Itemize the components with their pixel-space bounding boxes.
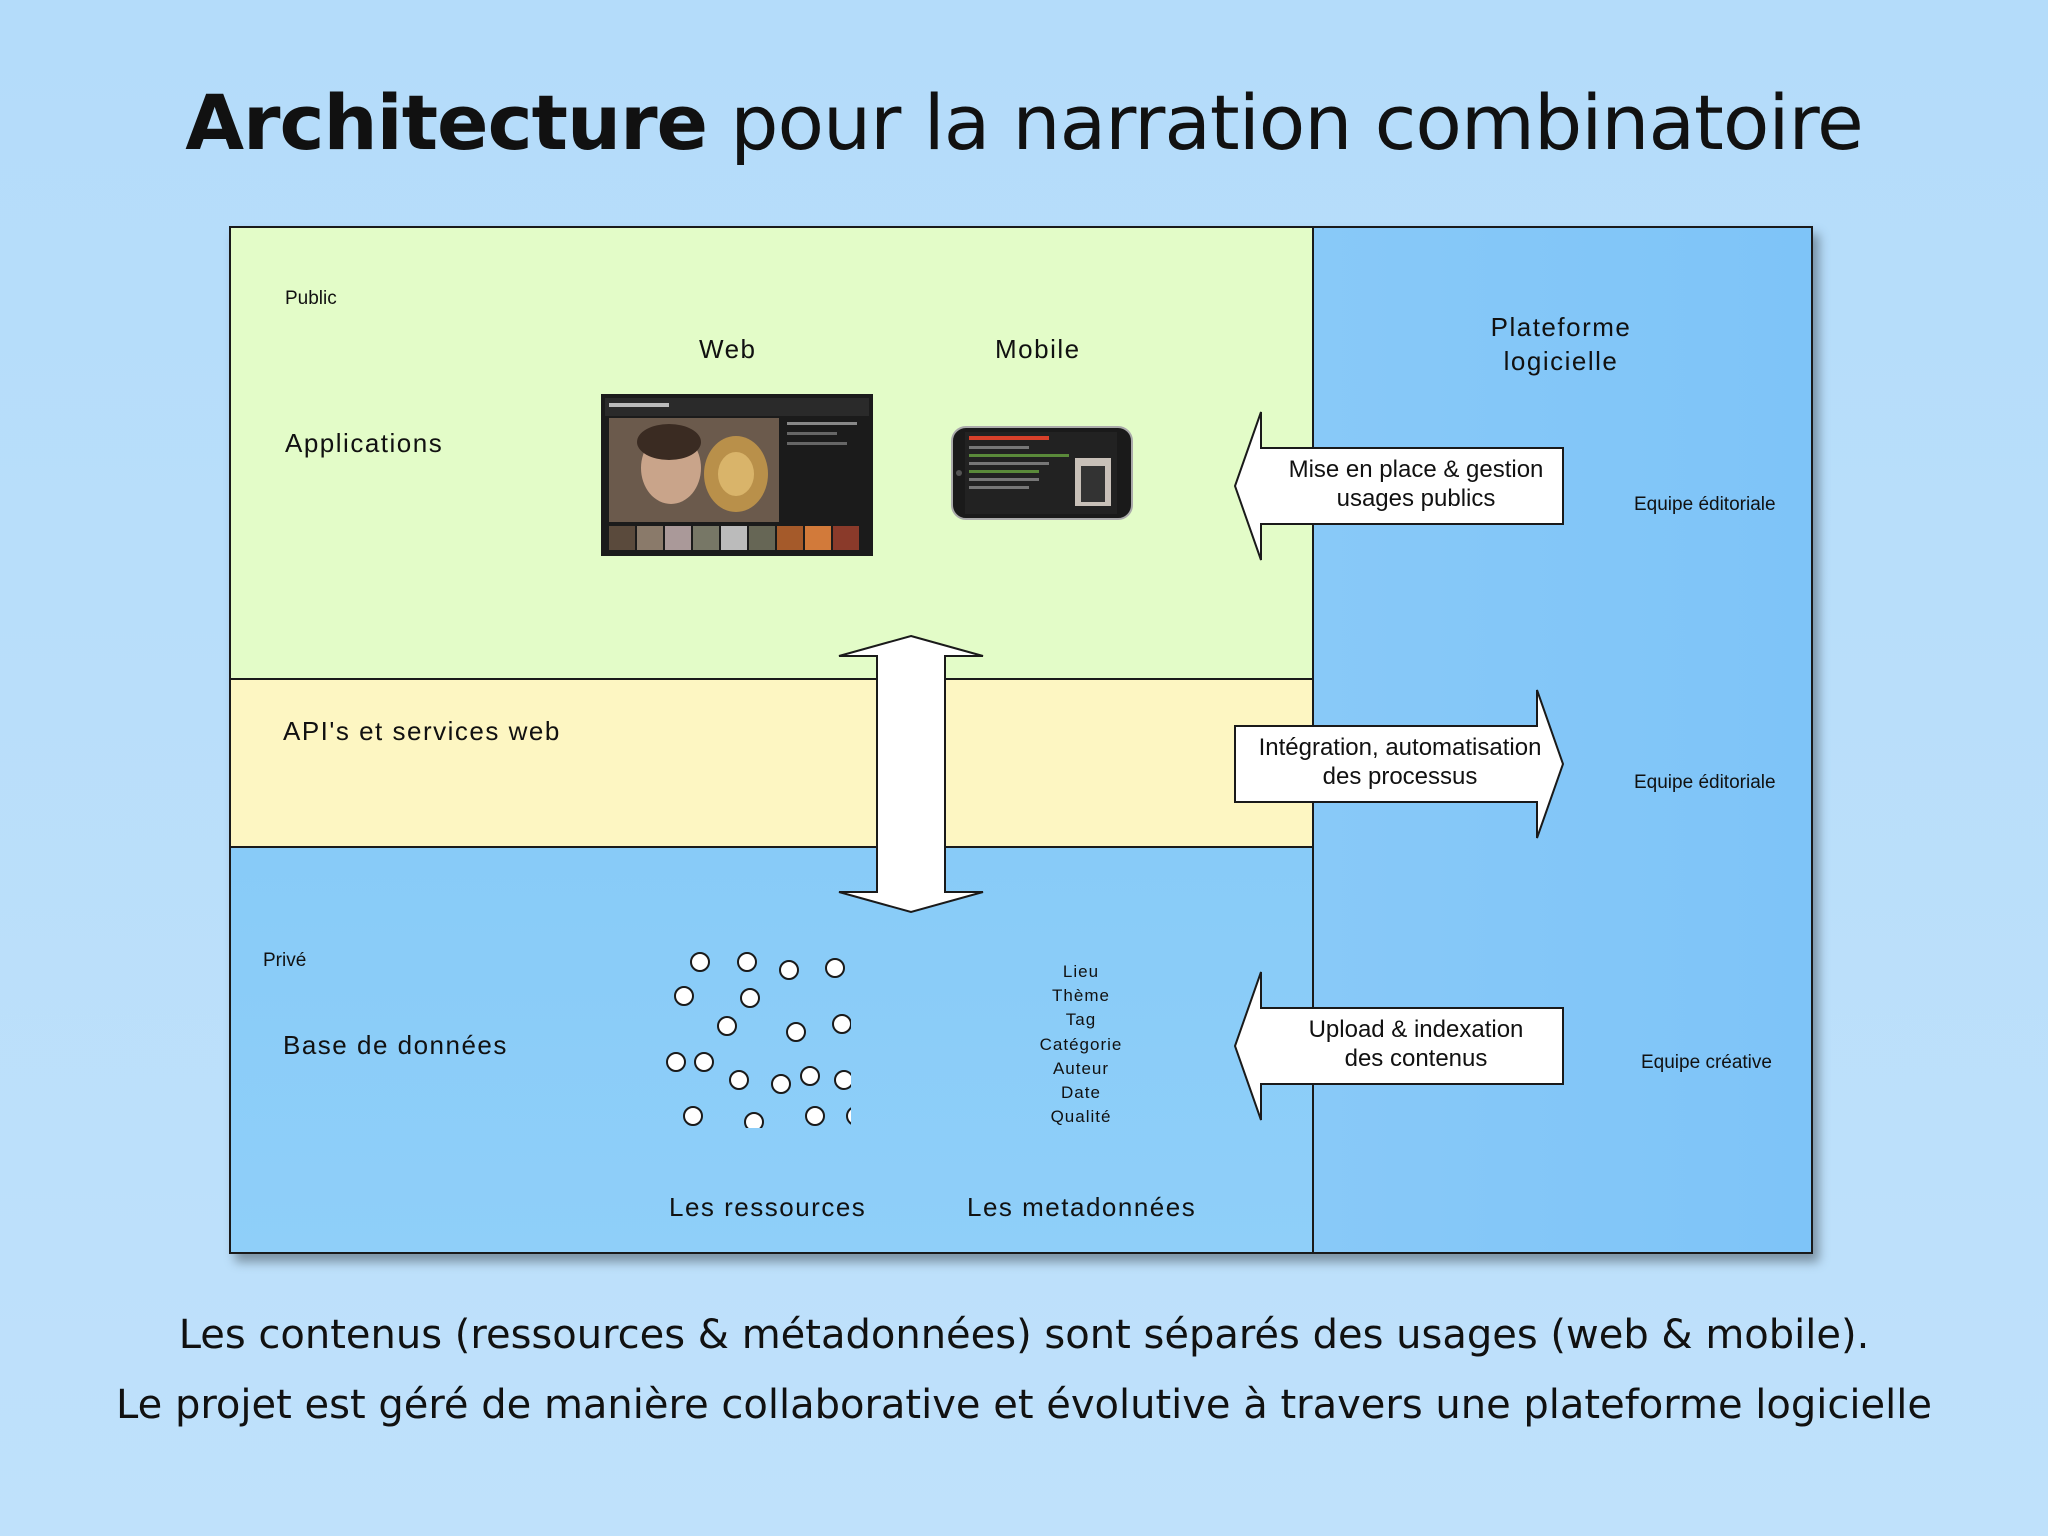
arrow-text-line: usages publics bbox=[1336, 485, 1496, 512]
title-rest: pour la narration combinatoire bbox=[707, 78, 1864, 167]
api-label: API's et services web bbox=[283, 716, 561, 746]
web-app-screenshot bbox=[601, 394, 873, 556]
arrow-text-line: des contenus bbox=[1344, 1045, 1488, 1072]
prive-label: Privé bbox=[263, 950, 307, 971]
team-label: Equipe créative bbox=[1641, 1052, 1772, 1073]
arrow-text-line: Upload & indexation bbox=[1308, 1016, 1524, 1043]
arrow-text-line: Intégration, automatisation bbox=[1258, 734, 1542, 761]
caption-line-1: Les contenus (ressources & métadonnées) … bbox=[178, 1312, 1870, 1358]
metadata-item: Lieu bbox=[1062, 962, 1100, 981]
private-zone bbox=[231, 848, 1314, 1252]
metadata-label: Les metadonnées bbox=[967, 1192, 1197, 1222]
metadata-item: Tag bbox=[1065, 1010, 1097, 1030]
applications-label: Applications bbox=[285, 428, 444, 458]
title-bold: Architecture bbox=[185, 78, 708, 167]
database-label: Base de données bbox=[283, 1030, 508, 1060]
web-label: Web bbox=[699, 334, 757, 364]
platform-label-line2: logicielle bbox=[1503, 346, 1619, 376]
arrow-text-line: des processus bbox=[1322, 763, 1478, 790]
team-label: Equipe éditoriale bbox=[1634, 494, 1776, 515]
resources-cluster bbox=[666, 952, 851, 1128]
metadata-item: Thème bbox=[1052, 986, 1110, 1006]
arrow-public-usage-text: Mise en place & gestion usages publics bbox=[1271, 455, 1561, 513]
caption-line-2: Le projet est géré de manière collaborat… bbox=[116, 1382, 1932, 1428]
platform-label: Plateforme logicielle bbox=[1431, 310, 1691, 378]
arrow-text-line: Mise en place & gestion bbox=[1288, 456, 1544, 483]
platform-label-line1: Plateforme bbox=[1490, 312, 1632, 342]
resources-label: Les ressources bbox=[669, 1192, 867, 1222]
arrow-integration-text: Intégration, automatisation des processu… bbox=[1235, 733, 1565, 791]
api-zone bbox=[231, 680, 1314, 848]
metadata-item: Qualité bbox=[1050, 1107, 1112, 1127]
metadata-item: Catégorie bbox=[1039, 1034, 1123, 1054]
left-arrow-icon bbox=[1233, 971, 1564, 1121]
public-label: Public bbox=[285, 288, 337, 309]
team-label: Equipe éditoriale bbox=[1634, 772, 1776, 793]
arrow-upload-text: Upload & indexation des contenus bbox=[1271, 1015, 1561, 1073]
architecture-diagram: Public Applications Web Mobile bbox=[229, 226, 1813, 1254]
mobile-app-screenshot bbox=[951, 426, 1133, 520]
metadata-item: Auteur bbox=[1052, 1058, 1110, 1078]
right-arrow-icon bbox=[1234, 689, 1565, 839]
double-arrow-icon bbox=[838, 634, 984, 914]
metadata-list: Lieu Thème Tag Catégorie Auteur Date Qua… bbox=[1011, 960, 1151, 1129]
metadata-item: Date bbox=[1061, 1083, 1101, 1103]
left-arrow-icon bbox=[1233, 411, 1564, 561]
mobile-label: Mobile bbox=[995, 334, 1081, 364]
slide-title: Architecture pour la narration combinato… bbox=[0, 78, 2048, 167]
